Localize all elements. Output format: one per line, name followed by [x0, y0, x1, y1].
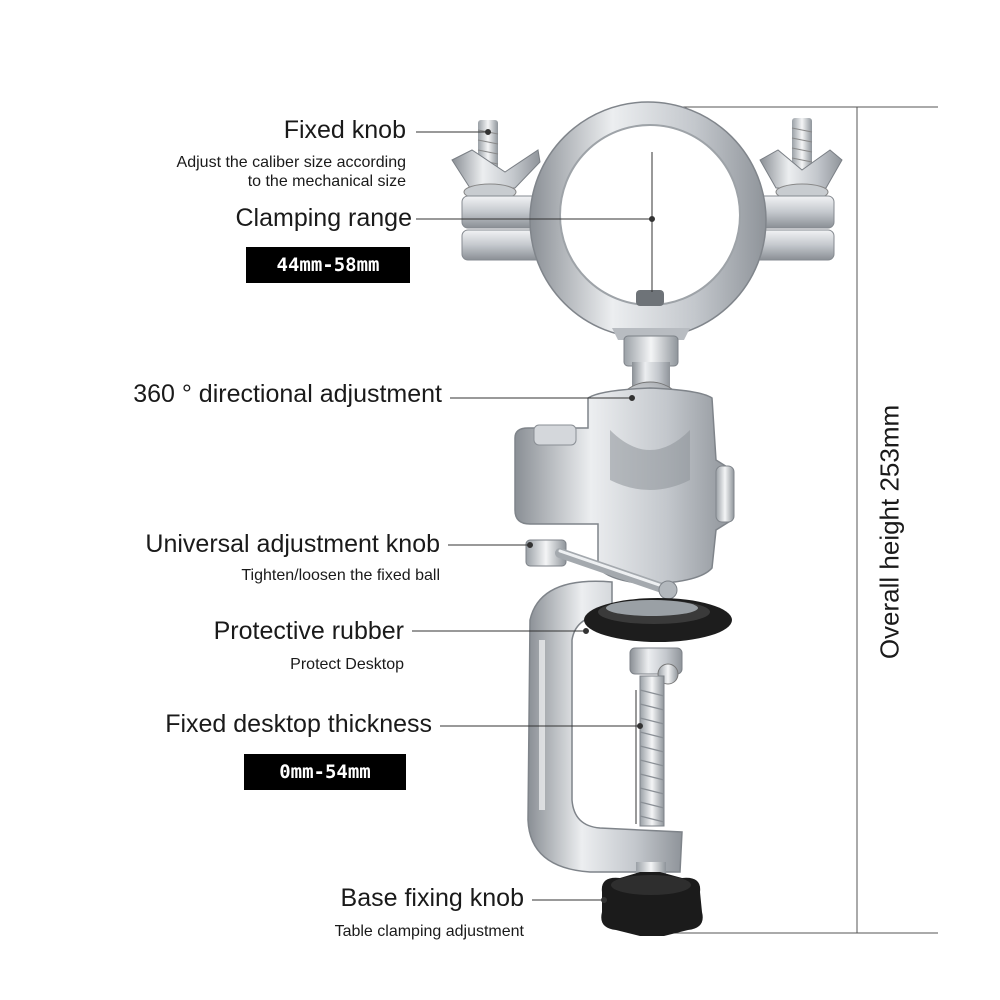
- fixed-knob-title: Fixed knob: [283, 116, 406, 144]
- rubber-ring: [584, 598, 732, 642]
- wing-nut-right: [759, 118, 843, 201]
- protective-rubber-desc: Protect Desktop: [290, 656, 404, 673]
- base-knob-desc: Table clamping adjustment: [334, 923, 524, 940]
- clamp-ring: [461, 101, 835, 340]
- desktop-thickness-title: Fixed desktop thickness: [165, 710, 432, 738]
- overall-height-label: Overall height 253mm: [874, 404, 905, 660]
- base-knob: [601, 862, 703, 936]
- clamping-range-badge: 44mm-58mm: [246, 247, 410, 283]
- clamping-range-title: Clamping range: [235, 204, 413, 232]
- base-knob-title: Base fixing knob: [340, 884, 524, 912]
- threaded-screw: [629, 647, 683, 827]
- height-dimension: [670, 106, 938, 934]
- fixed-knob-desc-line1: Adjust the caliber size according: [176, 154, 406, 171]
- fixed-knob-desc-line2: to the mechanical size: [247, 173, 406, 190]
- universal-knob-desc: Tighten/loosen the fixed ball: [241, 567, 440, 584]
- universal-knob-title: Universal adjustment knob: [145, 530, 440, 558]
- desktop-thickness-badge: 0mm-54mm: [244, 754, 406, 790]
- directional-adjustment-title: 360 ° directional adjustment: [133, 380, 442, 408]
- protective-rubber-title: Protective rubber: [213, 617, 404, 645]
- adjustment-handle: [525, 539, 678, 600]
- leader-lines: [412, 129, 655, 903]
- head-body: [514, 387, 735, 585]
